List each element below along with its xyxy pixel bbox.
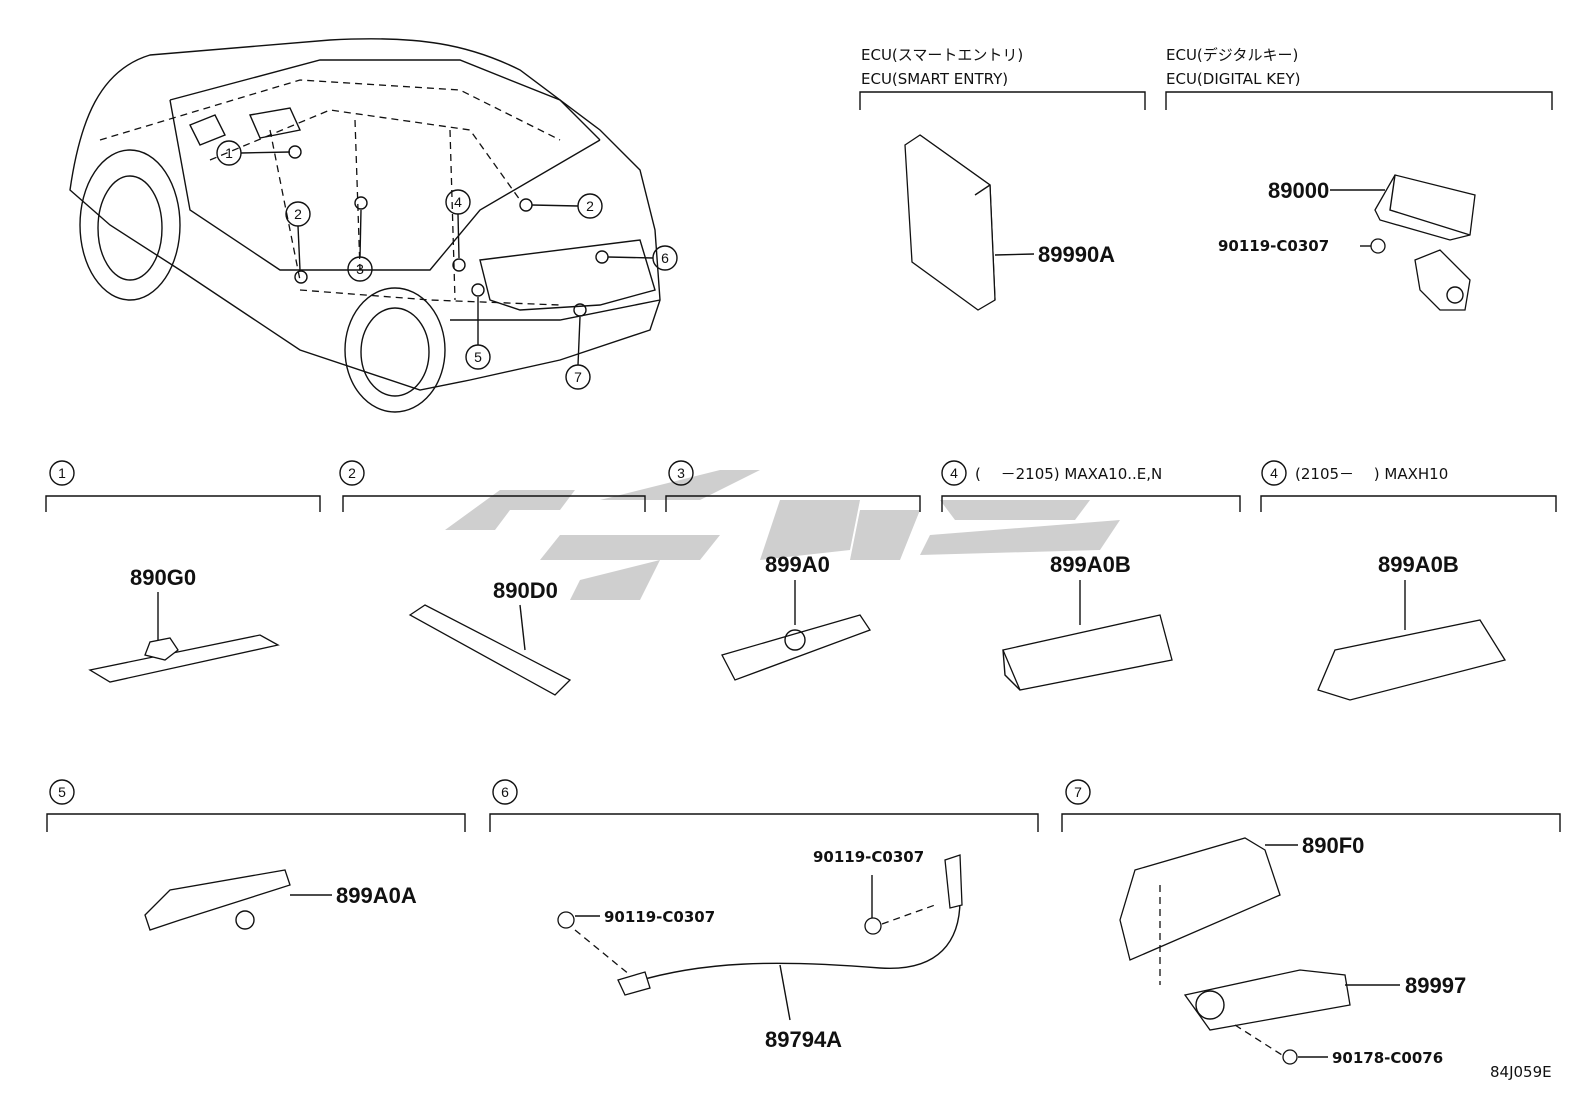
section-5: 5 899A0A [46,779,466,931]
svg-text:1: 1 [58,465,66,481]
section-4-maxa10-note: ( －2105) MAXA10..E,N [975,465,1162,483]
ecu-digital-key-en: ECU(DIGITAL KEY) [1166,70,1301,88]
part-890F0: 890F0 [1302,833,1364,858]
part-899A0B-b: 899A0B [1378,552,1459,577]
svg-text:2: 2 [294,206,302,222]
svg-text:2: 2 [586,198,594,214]
svg-text:4: 4 [1270,465,1278,481]
ecu-digital-key-group: ECU(デジタルキー) ECU(DIGITAL KEY) 89000 90119… [1165,46,1553,311]
part-90178: 90178-C0076 [1332,1049,1443,1067]
section-4-maxa10: 4 ( －2105) MAXA10..E,N 899A0B [941,460,1241,691]
ecu-smart-entry-group: ECU(スマートエントリ) ECU(SMART ENTRY) 89990A [859,46,1146,311]
part-89990A: 89990A [1038,242,1115,267]
part-890G0: 890G0 [130,565,196,590]
part-90119-a: 90119-C0307 [604,908,715,926]
part-899A0B-a: 899A0B [1050,552,1131,577]
watermark-logo [445,470,1120,600]
part-90119-ecu: 90119-C0307 [1218,237,1329,255]
vehicle-outline [69,38,661,413]
svg-text:1: 1 [225,145,233,161]
part-89000: 89000 [1268,178,1329,203]
part-89997: 89997 [1405,973,1466,998]
svg-text:7: 7 [574,369,582,385]
part-890D0: 890D0 [493,578,558,603]
part-899A0: 899A0 [765,552,830,577]
svg-text:4: 4 [454,194,462,210]
ecu-smart-entry-jp: ECU(スマートエントリ) [861,46,1023,64]
section-3: 3 899A0 [665,460,921,681]
svg-text:4: 4 [950,465,958,481]
section-4-maxh10-note: (2105－ ) MAXH10 [1295,465,1448,483]
section-1: 1 890G0 [45,460,321,683]
diagram-code: 84J059E [1490,1063,1552,1081]
part-90119-b: 90119-C0307 [813,848,924,866]
svg-text:5: 5 [474,349,482,365]
svg-text:7: 7 [1074,784,1082,800]
section-2: 2 890D0 [339,460,646,696]
section-6: 6 90119-C0307 89794A 90119-C0307 [489,779,1039,1052]
svg-text:5: 5 [58,784,66,800]
svg-text:2: 2 [348,465,356,481]
ecu-digital-key-jp: ECU(デジタルキー) [1166,46,1298,64]
section-7: 7 890F0 89997 90178-C0076 [1061,779,1561,1067]
svg-text:6: 6 [501,784,509,800]
svg-text:3: 3 [677,465,685,481]
svg-text:3: 3 [356,261,364,277]
part-89794A: 89794A [765,1027,842,1052]
section-4-maxh10: 4 (2105－ ) MAXH10 899A0B [1260,460,1557,701]
part-899A0A: 899A0A [336,883,417,908]
svg-text:6: 6 [661,250,669,266]
car-callouts: 1 2 2 3 4 5 6 7 [216,140,678,390]
ecu-smart-entry-en: ECU(SMART ENTRY) [861,70,1008,88]
